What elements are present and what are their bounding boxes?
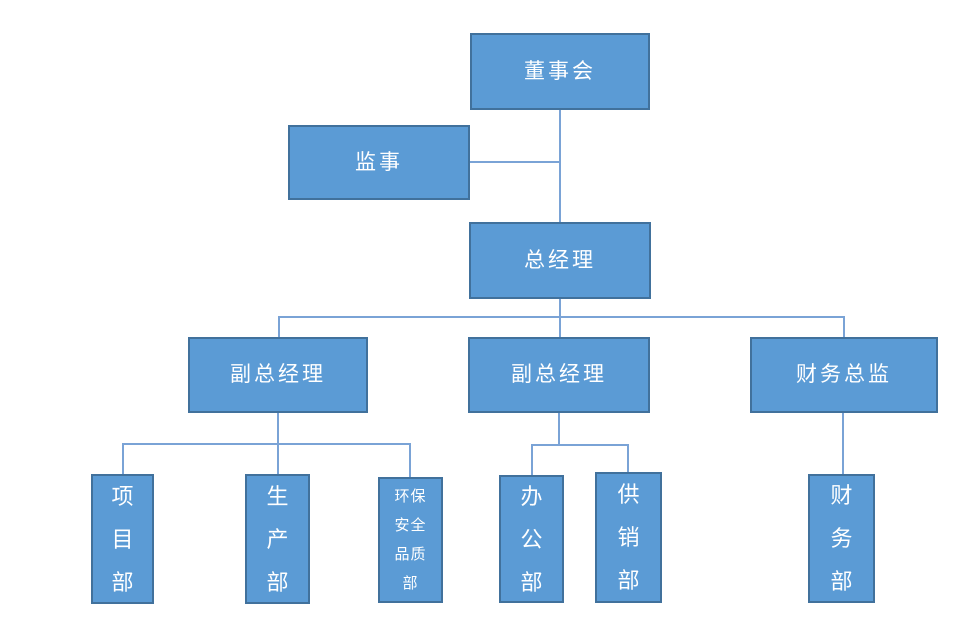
connector-findir-findept (842, 413, 844, 474)
connector-rail-office (531, 444, 533, 475)
connector-rail-project (122, 443, 124, 474)
org-node-deputy-gm-mid: 副总经理 (468, 337, 650, 413)
org-node-supervisor: 监事 (288, 125, 470, 200)
org-node-general-manager: 总经理 (469, 222, 651, 299)
connector-rail-supply (627, 444, 629, 472)
connector-gm-down (559, 299, 561, 317)
org-node-finance-dept: 财 务 部 (808, 474, 875, 603)
connector-board-gm (559, 110, 561, 222)
org-node-project-dept: 项 目 部 (91, 474, 154, 604)
connector-deputy1-down (277, 413, 279, 444)
org-node-board-of-directors: 董事会 (470, 33, 650, 110)
connector-rail-findir (843, 316, 845, 337)
org-node-production-dept: 生 产 部 (245, 474, 310, 604)
org-node-office-dept: 办 公 部 (499, 475, 564, 603)
org-node-deputy-gm-left: 副总经理 (188, 337, 368, 413)
connector-supervisor-trunk (470, 161, 560, 163)
connector-rail-production (277, 443, 279, 474)
org-node-ehs-quality-dept: 环保 安全 品质 部 (378, 477, 443, 603)
org-node-supply-sales-dept: 供 销 部 (595, 472, 662, 603)
connector-deputy1-rail (122, 443, 411, 445)
connector-level2-rail (278, 316, 845, 318)
connector-rail-ehs (409, 443, 411, 477)
connector-rail-deputy2 (559, 316, 561, 337)
org-node-finance-director: 财务总监 (750, 337, 938, 413)
connector-rail-deputy1 (278, 316, 280, 337)
connector-deputy2-down (558, 413, 560, 445)
connector-deputy2-rail (531, 444, 629, 446)
